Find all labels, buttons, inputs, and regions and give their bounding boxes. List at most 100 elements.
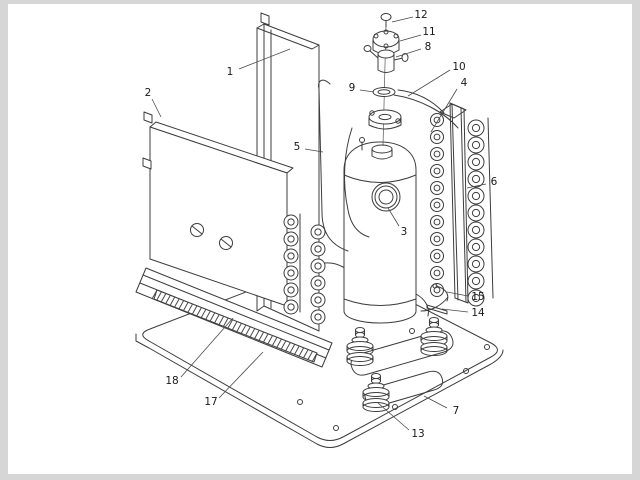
frame-border-right	[632, 0, 640, 480]
rail-hatch-line	[298, 347, 305, 357]
leader-line-18	[180, 317, 234, 378]
coil-return-bend	[467, 255, 485, 273]
rail-hatch-line	[169, 296, 176, 307]
rail-hatch-line	[213, 314, 220, 324]
grommet-bolt-head	[429, 317, 439, 323]
rail-hatch-line	[236, 323, 242, 333]
mounting-grommet	[362, 373, 390, 412]
coil-top-cap	[439, 103, 467, 119]
coil-return-bend-inner	[314, 262, 322, 270]
rail-hatch-line	[218, 316, 225, 326]
coil-return-bend-inner	[433, 167, 441, 175]
coil-return-bend-inner	[433, 252, 441, 260]
callout-10: 10	[452, 61, 465, 73]
mounting-grommet	[346, 327, 374, 366]
mounting-flange	[368, 109, 402, 125]
coil-return-bend	[430, 198, 444, 212]
coil-return-bend-inner	[471, 174, 481, 184]
compressor-fitting-base	[371, 155, 393, 160]
rail-hatch-line	[204, 310, 211, 321]
rail-hatch-line	[307, 351, 313, 361]
valve-port-stub	[393, 57, 404, 61]
coil-return-bend-inner	[433, 235, 441, 243]
coil-return-bend-inner	[314, 279, 322, 287]
valve-service-stub	[368, 49, 379, 59]
discharge-tube	[344, 127, 370, 238]
panel-clamp	[219, 236, 233, 250]
coil-return-bend	[310, 275, 326, 291]
coil-return-bend	[467, 289, 485, 307]
coil-return-bend	[430, 147, 444, 161]
coil-return-bend	[310, 241, 326, 257]
compressor-weld-seam	[343, 298, 417, 306]
flange-bolt-hole	[383, 43, 389, 49]
compressor-shell	[343, 141, 417, 324]
panel-clamp	[190, 223, 204, 237]
rail-hatch-line	[187, 303, 193, 314]
base-screw-hole	[392, 404, 398, 410]
tube-elbow	[435, 285, 449, 302]
coil-return-bend	[467, 238, 485, 256]
coil-return-bend	[430, 181, 444, 195]
compressor-stub-end	[359, 137, 365, 143]
leader-line-7	[423, 395, 448, 409]
tube-elbow-end	[432, 283, 438, 289]
coil-return-bend	[430, 113, 444, 127]
callout-12: 12	[414, 9, 427, 21]
coil-return-bend-inner	[287, 269, 295, 277]
condenser-coil-left	[283, 213, 326, 325]
coil-return-bends-rear	[283, 214, 299, 315]
coil-return-bend-inner	[287, 235, 295, 243]
coil-return-bends-outer	[467, 119, 485, 307]
rail-hatch-line	[244, 326, 251, 336]
rail-hatch-pattern	[151, 289, 318, 363]
coil-return-bend	[283, 231, 299, 247]
callout-17: 17	[204, 396, 217, 408]
coil-return-bend-inner	[287, 218, 295, 226]
rail-hatch-line	[156, 291, 162, 301]
gasket-inner	[377, 89, 391, 95]
rail-hatch-line	[253, 330, 260, 340]
coil-return-bend-inner	[314, 228, 322, 236]
leader-line-5	[304, 148, 324, 153]
rail-edge-line	[142, 274, 330, 351]
rail-hatch-line	[276, 338, 282, 349]
rail-hatch-line	[231, 321, 238, 331]
coil-return-bend-inner	[433, 269, 441, 277]
coil-return-bend	[467, 170, 485, 188]
coil-return-bend	[283, 248, 299, 264]
coil-return-bends-front	[310, 224, 326, 325]
rail-hatch-line	[262, 333, 269, 343]
rail-hatch-line	[258, 331, 265, 342]
base-screw-hole	[297, 399, 303, 405]
coil-return-bends-inner	[430, 113, 444, 297]
leader-line-17	[218, 351, 264, 399]
leader-line-14	[441, 308, 469, 313]
sight-ring	[378, 189, 394, 205]
mounting-grommet	[420, 317, 448, 356]
rail-hatch-line	[200, 309, 207, 319]
coil-return-bend-inner	[471, 208, 481, 218]
coil-return-bend	[467, 119, 485, 137]
coil-return-bend	[310, 258, 326, 274]
side-panel-tab	[142, 157, 152, 170]
coil-return-bend-inner	[433, 201, 441, 209]
leader-line-3	[387, 207, 400, 227]
valve-service-port	[363, 45, 372, 52]
coil-return-bend-inner	[471, 276, 481, 286]
valve-port	[401, 53, 409, 62]
grommet-disc	[420, 346, 448, 356]
coil-return-bend-inner	[287, 303, 295, 311]
frame-border-left	[0, 0, 8, 480]
callout-2: 2	[145, 87, 152, 99]
coil-return-bend	[283, 299, 299, 315]
coil-return-bend-inner	[433, 218, 441, 226]
coil-return-bend	[430, 283, 444, 297]
base-screw-hole	[484, 344, 490, 350]
coil-return-bend	[283, 214, 299, 230]
rail-hatch-line	[249, 328, 256, 338]
coil-return-bend-inner	[471, 225, 481, 235]
flange-bolt-hole	[373, 33, 379, 39]
